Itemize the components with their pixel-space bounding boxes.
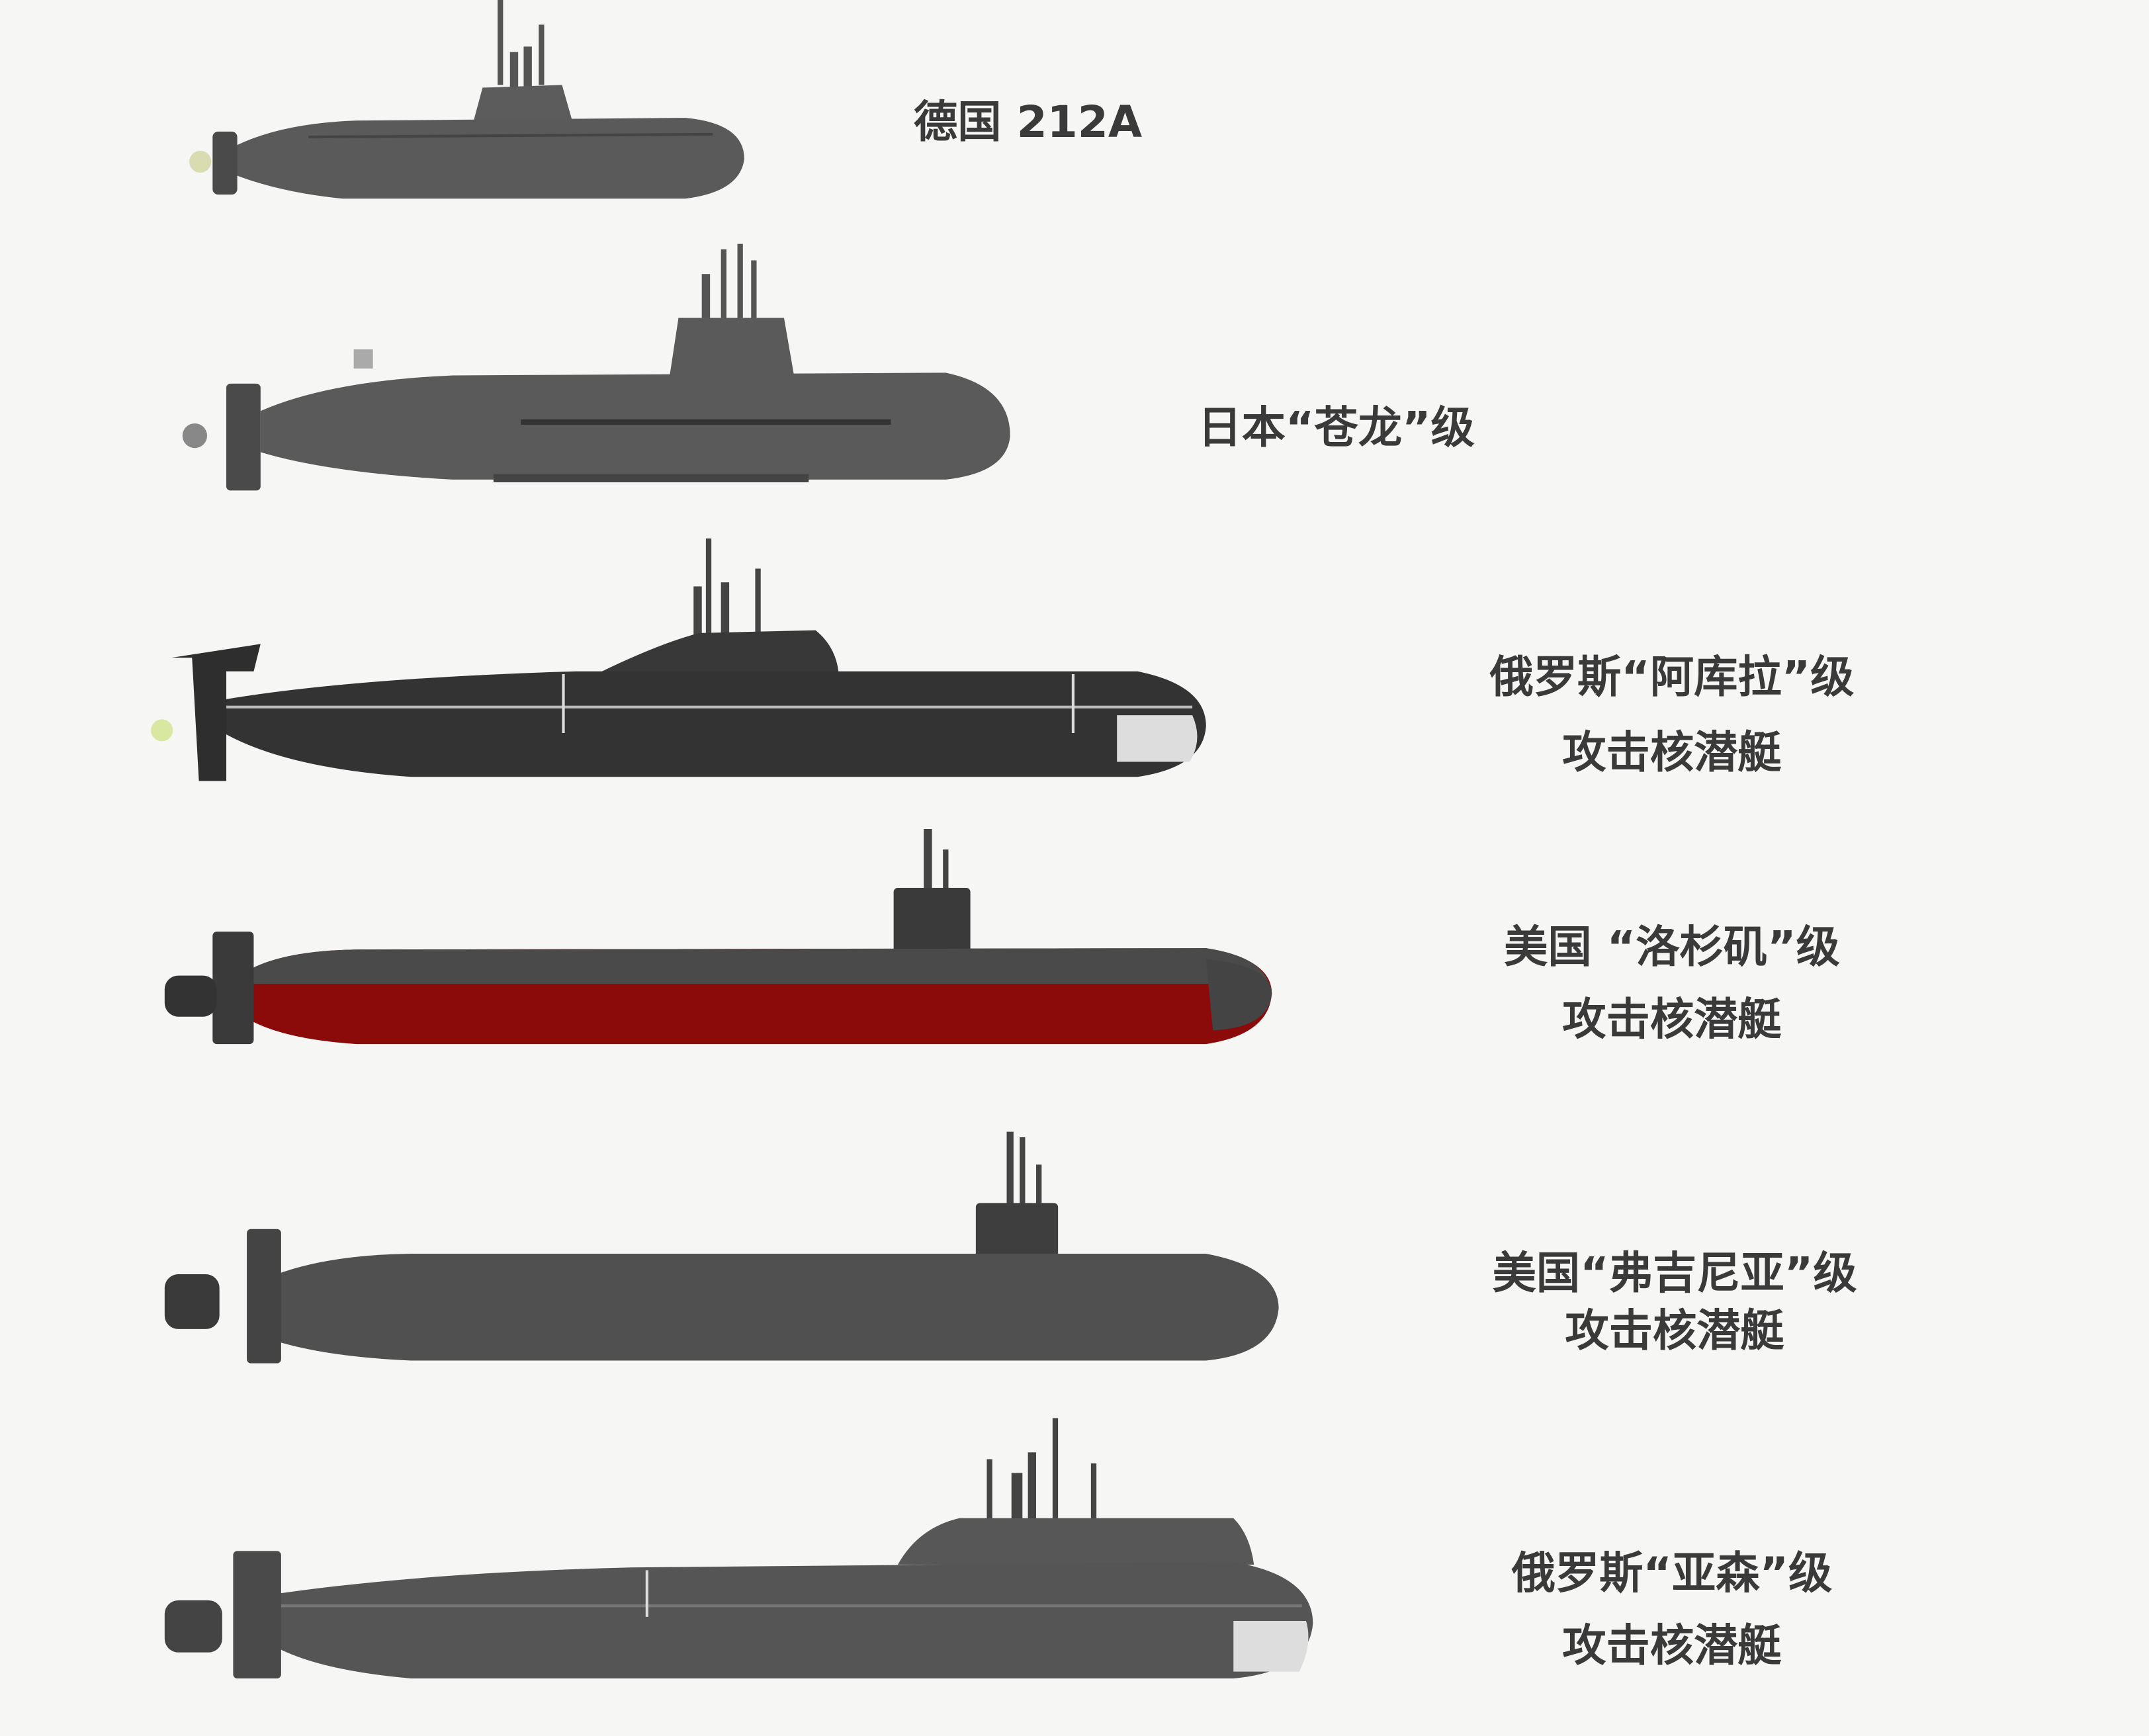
sublabel-akula: 攻击核潜艇 — [1562, 726, 1781, 778]
label-yasen: 俄罗斯“亚森”级 — [1511, 1547, 1833, 1598]
sublabel-yasen: 攻击核潜艇 — [1562, 1620, 1781, 1671]
sublabel-virginia: 攻击核潜艇 — [1565, 1305, 1784, 1356]
label-soryu: 日本“苍龙”级 — [1198, 402, 1474, 453]
label-virginia: 美国“弗吉尼亚”级 — [1493, 1247, 1857, 1299]
submarine-los-angeles — [164, 828, 1272, 1045]
submarine-yasen — [164, 1418, 1313, 1679]
sublabel-los-angeles: 攻击核潜艇 — [1562, 994, 1781, 1045]
submarine-virginia — [164, 1131, 1279, 1364]
label-212a: 德国 212A — [914, 96, 1142, 148]
submarine-212a — [189, 0, 744, 199]
submarine-akula — [151, 538, 1206, 781]
submarine-soryu — [182, 243, 1010, 491]
label-akula: 俄罗斯“阿库拉”级 — [1489, 651, 1854, 703]
label-los-angeles: 美国 “洛杉矶”级 — [1504, 921, 1840, 973]
